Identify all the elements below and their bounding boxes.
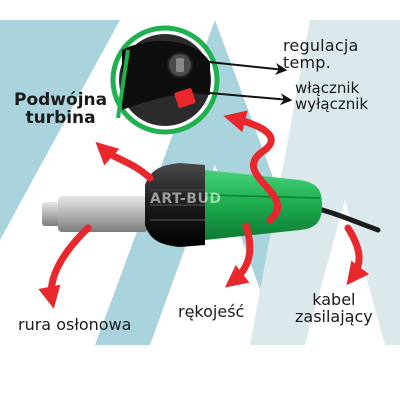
label-power-cable: kabel zasilający	[295, 290, 373, 326]
handle-arrow	[224, 222, 254, 288]
label-double-turbine: Podwójna turbina	[14, 90, 108, 128]
label-nozzle-tube: rura osłonowa	[18, 315, 132, 334]
nozzle-tube	[58, 196, 148, 232]
turbine-arrow	[95, 141, 154, 182]
watermark: ART-BUD	[150, 191, 222, 207]
label-switch-line1: włącznik	[295, 79, 360, 97]
label-cable-line2: zasilający	[295, 306, 373, 326]
bg-triangle-center-cut	[150, 165, 280, 345]
turbine-ribs	[150, 189, 205, 221]
zoom-inset	[110, 25, 220, 135]
label-temperature-control: regulacja temp.	[283, 36, 359, 72]
power-switch	[174, 88, 196, 108]
green-handle-body	[205, 170, 322, 240]
label-power-switch: włącznik wyłącznik	[295, 79, 369, 113]
pointer-arrows	[189, 59, 293, 106]
nozzle-tip	[42, 202, 62, 226]
label-cable-line1: kabel	[312, 290, 356, 309]
label-turbine-line2: turbina	[25, 107, 96, 128]
red-arrows	[38, 110, 370, 309]
label-temperature-line2: temp.	[283, 52, 331, 72]
temperature-knob-grip	[176, 58, 184, 72]
inset-green-edge	[116, 49, 130, 119]
temperature-arrow	[189, 59, 288, 75]
label-handle: rękojeść	[178, 302, 245, 321]
switch-arrow	[197, 91, 293, 106]
cable-arrow	[344, 224, 370, 286]
switch-zigzag-arrow	[223, 110, 281, 224]
label-turbine-line1: Podwójna	[14, 90, 108, 110]
bg-triangle-right-cut	[305, 200, 385, 345]
label-switch-line2: wyłącznik	[295, 94, 369, 113]
heat-gun-illustration	[42, 163, 381, 247]
handle-seam	[204, 194, 321, 199]
bg-triangle-left	[0, 20, 120, 240]
label-temperature-line1: regulacja	[283, 36, 359, 55]
nozzle-arrow	[38, 224, 92, 309]
